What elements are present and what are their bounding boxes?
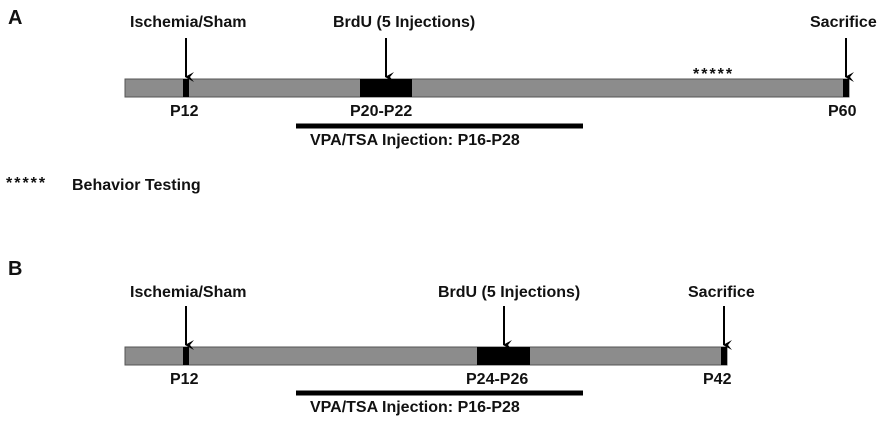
timeline-bar-b	[124, 346, 728, 366]
p-start-a: P12	[170, 103, 199, 120]
legend-stars: *****	[6, 175, 48, 192]
sacrifice-label-a: Sacrifice	[810, 14, 877, 31]
ischemia-label-a: Ischemia/Sham	[130, 14, 247, 31]
p-brdu-a: P20-P22	[350, 103, 413, 120]
panel-b-letter: B	[8, 258, 23, 280]
ischemia-label-b: Ischemia/Sham	[130, 284, 247, 301]
legend-text: Behavior Testing	[72, 177, 201, 194]
sacrifice-label-b: Sacrifice	[688, 284, 755, 301]
p-start-b: P12	[170, 371, 199, 388]
injection-label-b: VPA/TSA Injection: P16-P28	[310, 399, 520, 416]
brdu-label-a: BrdU (5 Injections)	[333, 14, 476, 31]
p-end-a: P60	[828, 103, 857, 120]
ischemia-marker-a	[183, 79, 189, 97]
brdu-block-a	[360, 79, 412, 97]
sacrifice-marker-b	[721, 347, 727, 365]
behavior-stars-a: *****	[693, 66, 735, 83]
brdu-label-b: BrdU (5 Injections)	[438, 284, 581, 301]
p-brdu-b: P24-P26	[466, 371, 529, 388]
ischemia-marker-b	[183, 347, 189, 365]
timeline-bar-a	[124, 78, 850, 98]
p-end-b: P42	[703, 371, 732, 388]
brdu-block-b	[477, 347, 530, 365]
panel-a-letter: A	[8, 7, 23, 29]
sacrifice-marker-a	[843, 79, 849, 97]
injection-label-a: VPA/TSA Injection: P16-P28	[310, 132, 520, 149]
